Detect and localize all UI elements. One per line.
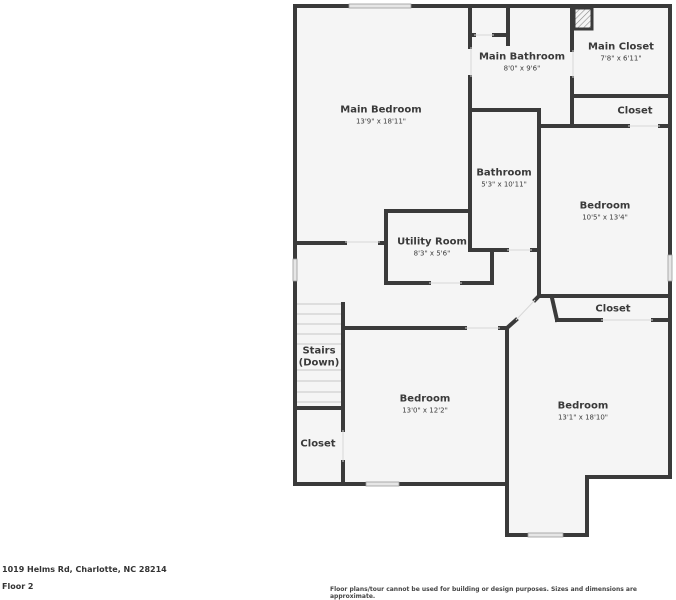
- door-openings: [342, 34, 660, 462]
- room-name: Bathroom: [476, 167, 532, 179]
- room-label-stairs: Stairs(Down): [299, 346, 340, 369]
- floor-area: [295, 6, 670, 535]
- room-dimensions: 8'3" x 5'6": [413, 249, 451, 258]
- stairs-treads: [297, 303, 341, 403]
- room-name: Stairs: [302, 345, 336, 357]
- room-name: Main Closet: [588, 41, 654, 53]
- room-dimensions: 7'8" x 6'11": [600, 54, 642, 63]
- room-name: Main Bathroom: [478, 51, 566, 63]
- floor-label: Floor 2: [2, 582, 34, 591]
- room-name: Bedroom: [557, 400, 609, 412]
- room-name: Utility Room: [397, 236, 467, 248]
- window-top: [348, 3, 412, 9]
- walls: [293, 4, 672, 537]
- window-left: [292, 258, 298, 282]
- room-label-closet-mid-right: Closet: [595, 303, 630, 315]
- shaft-hatch: [572, 6, 594, 31]
- room-name: (Down): [298, 357, 340, 368]
- room-dimensions: 5'3" x 10'11": [481, 180, 527, 189]
- disclaimer: Floor plans/tour cannot be used for buil…: [330, 586, 637, 600]
- room-name: Closet: [300, 438, 336, 450]
- room-name: Closet: [595, 303, 631, 315]
- room-name: Main Bedroom: [340, 104, 422, 116]
- room-dimensions: 13'9" x 18'11": [355, 117, 407, 126]
- room-dimensions: 13'0" x 12'2": [402, 406, 448, 415]
- window-bottom-right: [527, 532, 564, 538]
- room-dimensions: 10'5" x 13'4": [582, 213, 628, 222]
- room-dimensions: 13'1" x 18'10": [557, 413, 609, 422]
- room-name: Bedroom: [399, 393, 451, 405]
- windows: [292, 3, 673, 538]
- window-right: [667, 254, 673, 282]
- room-name: Closet: [617, 105, 653, 117]
- room-dimensions: 8'0" x 9'6": [503, 64, 541, 73]
- room-label-closet-lower-left: Closet: [300, 438, 335, 450]
- room-name: Bedroom: [579, 200, 631, 212]
- room-label-closet-upper-right: Closet: [617, 105, 652, 117]
- property-address: 1019 Helms Rd, Charlotte, NC 28214: [2, 565, 167, 574]
- window-bottom-center: [365, 481, 400, 487]
